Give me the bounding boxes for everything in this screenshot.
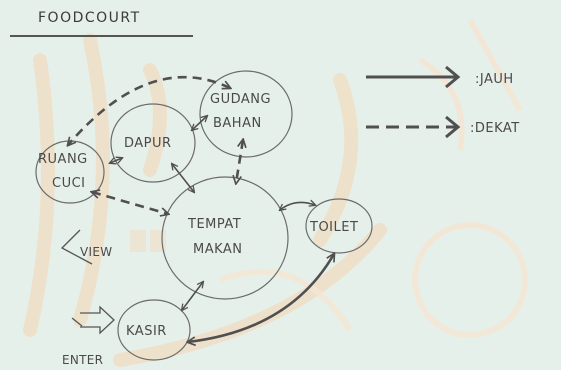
edge-ruangcuci-tempatmakan — [92, 192, 168, 214]
edge-gudang-ruangcuci — [68, 75, 230, 145]
diagram-title: FOODCOURT — [38, 10, 141, 26]
node-tempat-makan — [161, 176, 289, 300]
edge-kasir-toilet — [188, 254, 334, 342]
node-label-toilet: TOILET — [309, 220, 358, 235]
legend: :JAUH :DEKAT — [366, 65, 520, 139]
node-label-makan: MAKAN — [193, 242, 243, 257]
view-label: VIEW — [80, 245, 112, 259]
edge-dapur-gudang — [192, 116, 207, 130]
edge-tempatmakan-kasir — [182, 282, 203, 310]
edge-dapur-tempatmakan — [172, 164, 194, 192]
edge-dapur-ruangcuci — [110, 158, 122, 163]
enter-label: ENTER — [62, 353, 103, 367]
legend-dashed-arrowhead-icon — [445, 115, 461, 139]
node-label-tempat: TEMPAT — [187, 217, 241, 232]
node-label-ruang: RUANG — [38, 152, 88, 167]
node-label-kasir: KASIR — [126, 324, 167, 339]
node-toilet — [305, 198, 373, 254]
view-marker-icon — [60, 229, 93, 265]
enter-arrow-icon — [80, 305, 115, 335]
legend-dashed-label: :DEKAT — [470, 121, 520, 136]
node-label-dapur: DAPUR — [124, 136, 172, 151]
enter-arrow-tail-icon — [71, 317, 83, 327]
edge-tempatmakan-toilet — [280, 202, 315, 210]
legend-solid-arrowhead-icon — [445, 65, 461, 89]
legend-solid-label: :JAUH — [475, 72, 514, 87]
node-label-cuci: CUCI — [52, 176, 86, 191]
edge-gudang-tempatmakan — [236, 140, 243, 183]
node-label-gudang: GUDANG — [210, 92, 271, 107]
node-label-bahan: BAHAN — [213, 116, 262, 131]
node-gudang-bahan — [199, 70, 293, 158]
